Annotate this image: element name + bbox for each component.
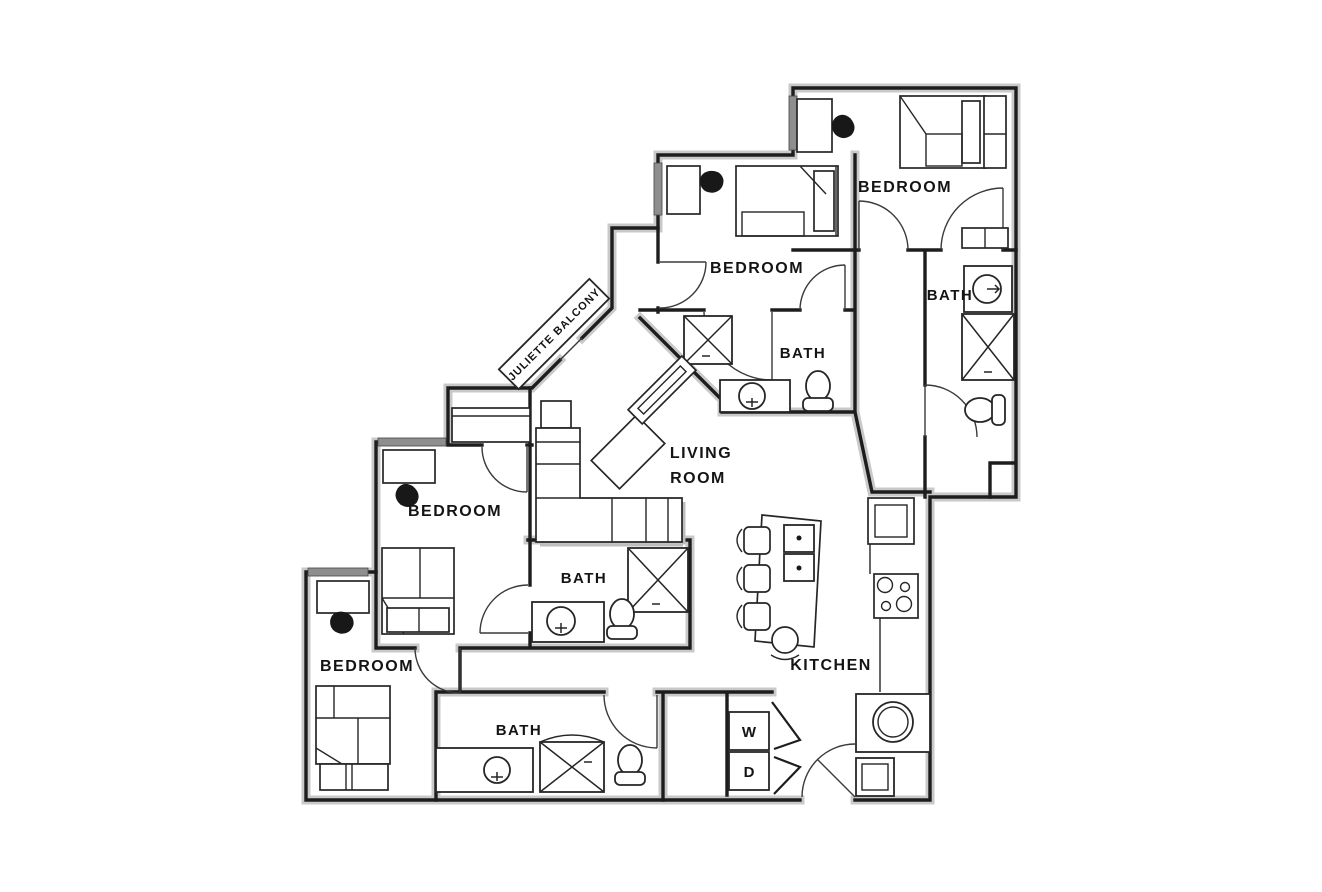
door-swing-icon — [479, 584, 529, 634]
desk-chair-icon — [699, 170, 724, 193]
juliette-balcony: JULIETTE BALCONY — [497, 277, 611, 391]
door-swing-icon — [858, 200, 909, 251]
washer-label: W — [742, 724, 757, 741]
sink-icon — [546, 606, 576, 636]
room-label-living-2: ROOM — [670, 470, 726, 487]
room-labels: BEDROOM BEDROOM BATH BATH LIVING ROOM BE… — [320, 179, 974, 739]
desk-icon — [796, 98, 833, 153]
burner — [876, 576, 894, 594]
washer-icon — [728, 711, 770, 751]
bar-stool-icon — [743, 602, 771, 631]
pillow — [961, 100, 981, 164]
door-swing-icon — [603, 694, 658, 749]
balcony-plate — [497, 277, 611, 391]
burner — [895, 595, 913, 613]
bifold-door-icon — [771, 701, 802, 795]
bar-stool-icon — [743, 526, 771, 555]
bedroom-top-right — [796, 95, 1009, 249]
window-icon — [653, 162, 663, 216]
tv-icon — [626, 354, 698, 426]
toilet-icon — [964, 394, 1006, 426]
door-swing-icon — [481, 446, 528, 493]
toilet-icon — [614, 744, 646, 786]
living-room — [535, 354, 698, 547]
sink-icon — [483, 756, 511, 784]
desk-icon — [666, 165, 701, 215]
room-label-bedroom-top-right: BEDROOM — [858, 179, 952, 196]
stove-icon — [873, 573, 919, 619]
bath-center — [683, 315, 834, 413]
door-swing-icon — [659, 261, 707, 309]
bath-middle — [531, 547, 689, 643]
dining-chair-icon — [771, 626, 799, 654]
bed-drawers — [319, 763, 389, 791]
bath-top-right — [961, 265, 1015, 426]
desk-chair-icon — [395, 483, 419, 507]
bedroom-middle-left — [381, 407, 531, 635]
window-icon — [307, 567, 369, 577]
bedroom-top-center — [666, 165, 839, 237]
pillow — [813, 170, 835, 232]
room-label-bath-top-right: BATH — [927, 287, 974, 304]
door-swing-icon — [799, 264, 846, 311]
bath-bottom — [435, 734, 646, 793]
door-swing-icon — [924, 384, 978, 438]
nightstand-icon — [983, 95, 1007, 169]
kitchen — [736, 497, 931, 797]
desk-chair-icon — [831, 114, 855, 139]
room-label-kitchen: KITCHEN — [790, 657, 872, 674]
doors — [414, 187, 1004, 798]
balcony-door-icon — [559, 337, 583, 361]
door-swing-icon — [414, 647, 461, 694]
room-label-bedroom-middle-left: BEDROOM — [408, 503, 502, 520]
kitchen-sink-icon — [872, 701, 914, 743]
toilet-icon — [606, 598, 638, 640]
window-icon — [788, 95, 798, 151]
coffee-table-icon — [590, 414, 666, 490]
room-label-bedroom-top-center: BEDROOM — [710, 260, 804, 277]
room-label-living-1: LIVING — [670, 445, 732, 462]
bed-icon — [315, 685, 391, 765]
room-label-bath-middle: BATH — [561, 570, 608, 587]
dryer-label: D — [744, 764, 755, 781]
closet-shelf-icon — [451, 407, 531, 443]
laundry-closet: W D — [728, 701, 802, 795]
burner — [899, 581, 911, 593]
dryer-icon — [728, 751, 770, 791]
end-table-icon — [540, 400, 572, 429]
room-label-bath-bottom: BATH — [496, 722, 543, 739]
sink-icon — [738, 382, 766, 410]
window-icon — [377, 437, 447, 447]
toilet-icon — [802, 370, 834, 412]
desk-chair-icon — [330, 611, 354, 634]
entry-door-swing-icon — [801, 743, 856, 798]
desk-icon — [382, 449, 436, 484]
burner — [880, 600, 892, 612]
desk-icon — [316, 580, 370, 614]
room-label-bath-center: BATH — [780, 345, 827, 362]
bar-stool-icon — [743, 564, 771, 593]
room-label-bedroom-bottom-left: BEDROOM — [320, 658, 414, 675]
bedroom-bottom-left — [315, 580, 391, 791]
bed-drawers — [386, 607, 450, 633]
